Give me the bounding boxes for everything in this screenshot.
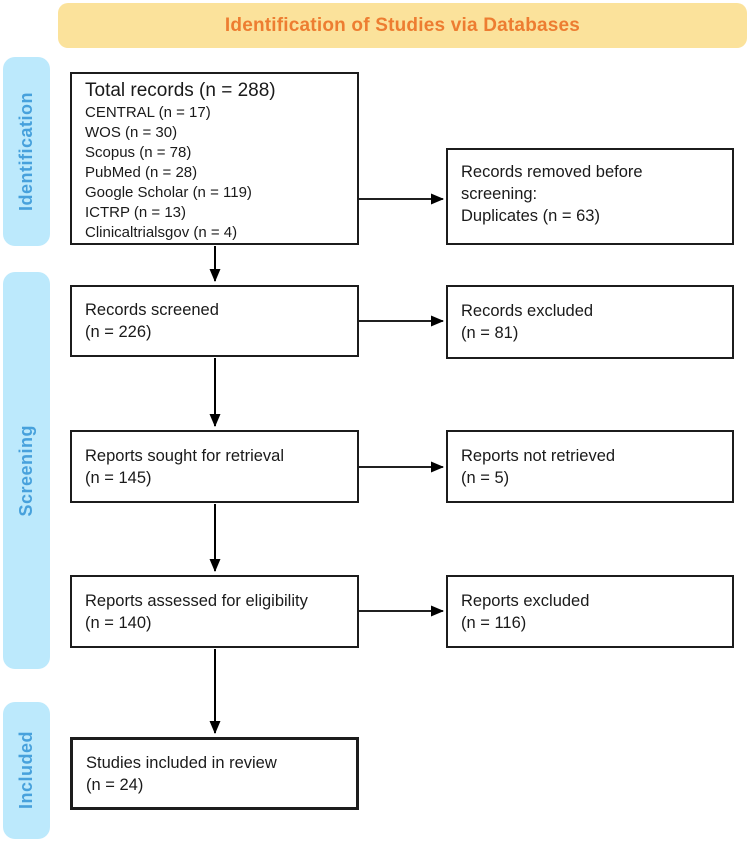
box-line: Reports not retrieved xyxy=(461,446,616,465)
box-studies-included: Studies included in review (n = 24) xyxy=(70,737,359,810)
stage-label-text: Identification xyxy=(16,92,36,211)
box-line: Reports sought for retrieval xyxy=(85,446,285,465)
box-line: Studies included in review xyxy=(86,753,277,772)
stage-label-text: Screening xyxy=(16,424,36,517)
box-line: (n = 145) xyxy=(85,468,152,487)
box-reports-excluded: Reports excluded (n = 116) xyxy=(446,575,734,648)
box-line: Reports assessed for eligibility xyxy=(85,591,308,610)
stage-label-identification: Identification xyxy=(3,57,50,246)
box-title: Total records (n = 288) xyxy=(85,80,276,101)
stage-label-text: Included xyxy=(16,731,36,810)
box-line: (n = 116) xyxy=(461,613,527,632)
box-reports-not-retrieved: Reports not retrieved (n = 5) xyxy=(446,430,734,503)
box-reports-assessed: Reports assessed for eligibility (n = 14… xyxy=(70,575,359,648)
box-records-screened: Records screened (n = 226) xyxy=(70,285,359,357)
box-line: Reports excluded xyxy=(461,591,590,610)
box-line: (n = 24) xyxy=(86,775,144,794)
diagram-title: Identification of Studies via Databases xyxy=(224,14,581,36)
box-records-removed: Records removed before screening: Duplic… xyxy=(446,148,734,245)
box-line: PubMed (n = 28) xyxy=(85,164,198,181)
box-line: Google Scholar (n = 119) xyxy=(85,184,252,201)
box-line: WOS (n = 30) xyxy=(85,124,178,141)
diagram-title-banner: Identification of Studies via Databases xyxy=(58,3,747,48)
box-line: (n = 81) xyxy=(461,324,519,342)
box-line: ICTRP (n = 13) xyxy=(85,204,187,221)
box-line: Duplicates (n = 63) xyxy=(461,207,600,225)
box-records-excluded: Records excluded (n = 81) xyxy=(446,285,734,359)
box-line: (n = 140) xyxy=(85,613,152,632)
box-line: Records removed before xyxy=(461,163,643,181)
stage-label-included: Included xyxy=(3,702,50,839)
box-total-records: Total records (n = 288) CENTRAL (n = 17)… xyxy=(70,72,359,245)
stage-label-screening: Screening xyxy=(3,272,50,669)
box-line: Records excluded xyxy=(461,302,594,320)
box-line: (n = 5) xyxy=(461,468,510,487)
box-line: Scopus (n = 78) xyxy=(85,144,192,161)
box-line: (n = 226) xyxy=(85,323,152,341)
box-line: Records screened xyxy=(85,301,219,319)
box-line: screening: xyxy=(461,185,538,203)
box-line: CENTRAL (n = 17) xyxy=(85,104,211,121)
box-reports-sought: Reports sought for retrieval (n = 145) xyxy=(70,430,359,503)
box-line: Clinicaltrialsgov (n = 4) xyxy=(85,224,238,241)
